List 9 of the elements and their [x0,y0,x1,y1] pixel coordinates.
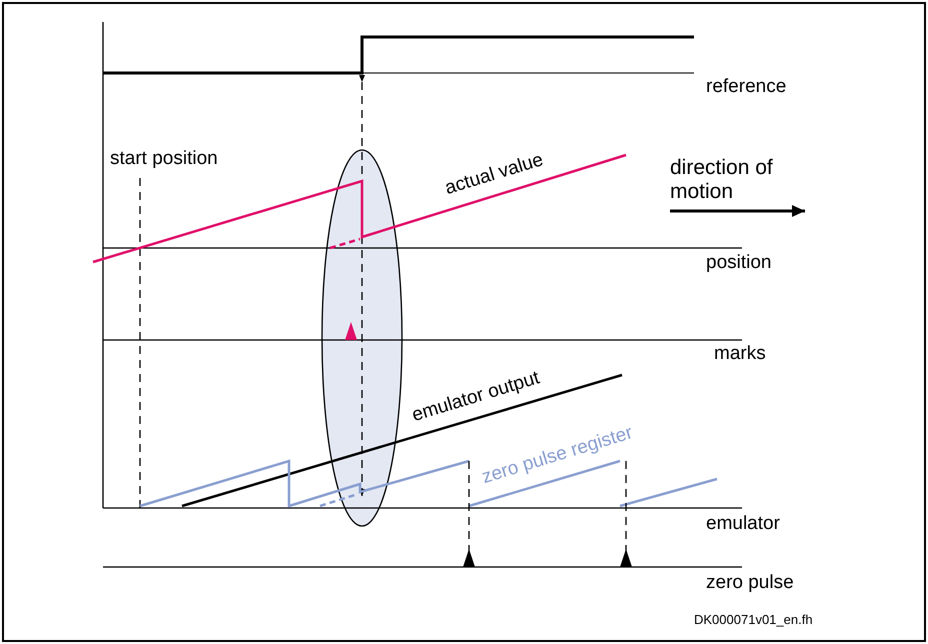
document-id: DK000071v01_en.fh [694,612,813,628]
signal-label: emulator [706,513,780,535]
curve-label: actual value [442,149,546,200]
annotation-label: start position [110,148,218,170]
annotation-label: direction of motion [670,156,774,204]
signal-label: position [706,252,772,274]
signal-label: marks [714,343,766,365]
signal-label: zero pulse [706,572,794,594]
signal-label: reference [706,76,786,98]
